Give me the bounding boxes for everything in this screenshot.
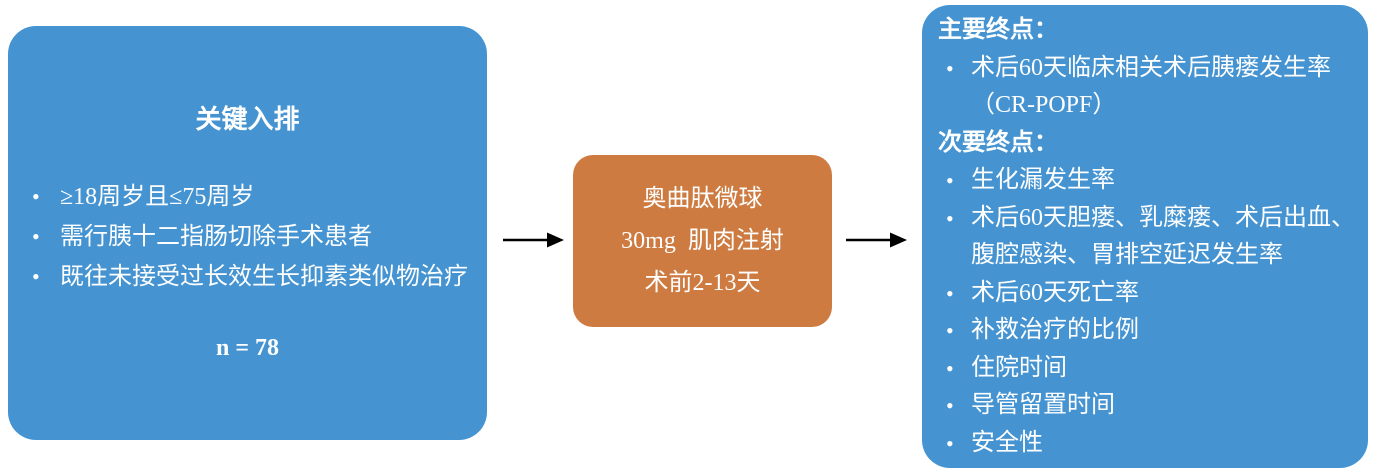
treatment-timing: 术前2-13天 [644,270,761,296]
inclusion-title: 关键入排 [195,105,300,134]
inclusion-item-text: 需行胰十二指肠切除手术患者 [60,224,372,250]
endpoint-item-text: 住院时间 [971,354,1067,381]
inclusion-item-text: ≥18周岁且≤75周岁 [60,184,255,210]
endpoint-item-text: 术后60天胆瘘、乳糜瘘、术后出血、腹腔感染、胃排空延迟发生率 [971,204,1355,269]
list-item: • 安全性 [938,425,1358,463]
endpoints-box: 主要终点： • 术后60天临床相关术后胰瘘发生率（CR-POPF） 次要终点： … [922,5,1368,468]
endpoint-item-text: 补救治疗的比例 [971,317,1139,343]
endpoint-item-text: 术后60天死亡率 [971,279,1139,306]
bullet-icon: • [946,355,954,381]
arrow-right-icon [846,232,907,248]
bullet-icon: • [946,205,954,231]
list-item: • 术后60天胆瘘、乳糜瘘、术后出血、腹腔感染、胃排空延迟发生率 [938,200,1358,275]
bullet-icon: • [946,430,954,456]
inclusion-criteria-box: 关键入排 • ≥18周岁且≤75周岁 • 需行胰十二指肠切除手术患者 • 既往未… [8,26,487,440]
list-item: • ≥18周岁且≤75周岁 [8,177,487,217]
treatment-dose: 30mg 肌肉注射 [621,228,784,254]
list-item: • 术后60天临床相关术后胰瘘发生率（CR-POPF） [938,50,1358,125]
endpoint-item-text: 安全性 [971,429,1043,456]
list-item: • 补救治疗的比例 [938,312,1358,350]
bullet-icon: • [946,55,954,81]
list-item: • 既往未接受过长效生长抑素类似物治疗 [8,257,487,297]
bullet-icon: • [32,184,40,209]
bullet-icon: • [32,224,40,249]
bullet-icon: • [946,168,954,193]
bullet-icon: • [946,318,954,343]
bullet-icon: • [946,280,954,306]
endpoint-item-text: 导管留置时间 [971,392,1115,418]
list-item: • 导管留置时间 [938,387,1358,425]
treatment-drug: 奥曲肽微球 [642,186,763,212]
endpoint-item-text: 生化漏发生率 [971,167,1115,193]
arrow-right-icon [503,232,564,248]
bullet-icon: • [32,264,40,289]
inclusion-list: • ≥18周岁且≤75周岁 • 需行胰十二指肠切除手术患者 • 既往未接受过长效… [8,177,487,297]
inclusion-item-text: 既往未接受过长效生长抑素类似物治疗 [60,264,468,290]
secondary-endpoints-list: • 生化漏发生率 • 术后60天胆瘘、乳糜瘘、术后出血、腹腔感染、胃排空延迟发生… [938,162,1358,462]
primary-endpoints-heading: 主要终点： [938,17,1058,43]
list-item: • 住院时间 [938,350,1358,388]
bullet-icon: • [946,393,954,418]
endpoint-item-text: 术后60天临床相关术后胰瘘发生率（CR-POPF） [971,54,1331,119]
secondary-endpoints-heading: 次要终点： [938,129,1058,156]
list-item: • 需行胰十二指肠切除手术患者 [8,217,487,257]
primary-endpoints-list: • 术后60天临床相关术后胰瘘发生率（CR-POPF） [938,50,1358,125]
sample-size: n = 78 [215,335,280,361]
list-item: • 生化漏发生率 [938,162,1358,200]
treatment-box: 奥曲肽微球 30mg 肌肉注射 术前2-13天 [573,155,832,327]
list-item: • 术后60天死亡率 [938,275,1358,313]
